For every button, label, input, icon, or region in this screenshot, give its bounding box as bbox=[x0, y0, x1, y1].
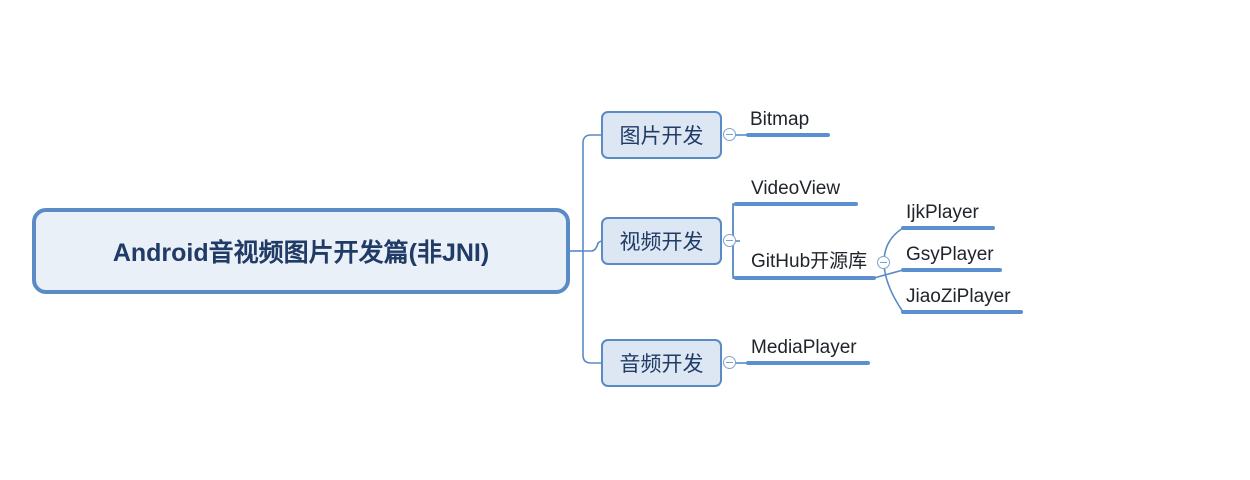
leaf-label-videoview[interactable]: VideoView bbox=[751, 178, 841, 199]
leaf-label-github-open-source[interactable]: GitHub开源库 bbox=[751, 251, 868, 272]
branch-node-audio-development-label: 音频开发 bbox=[619, 353, 704, 376]
collapse-toggle-icon-audio-development[interactable] bbox=[723, 356, 736, 369]
connector-spine-top bbox=[582, 134, 601, 251]
connector-spine-bottom bbox=[582, 251, 601, 364]
branch-node-image-development[interactable]: 图片开发 bbox=[601, 111, 722, 159]
branch-node-video-development[interactable]: 视频开发 bbox=[601, 217, 722, 265]
branch-node-image-development-label: 图片开发 bbox=[619, 125, 704, 148]
root-node[interactable]: Android音视频图片开发篇(非JNI) bbox=[32, 208, 570, 294]
root-node-label: Android音视频图片开发篇(非JNI) bbox=[112, 239, 490, 267]
collapse-toggle-icon-video-development[interactable] bbox=[723, 234, 736, 247]
connector-github-stem bbox=[873, 269, 904, 279]
connector-spine-middle bbox=[583, 240, 602, 252]
leaf-label-jiaoziplayer[interactable]: JiaoZiPlayer bbox=[906, 286, 1011, 307]
collapse-toggle-icon-github-open-source[interactable] bbox=[877, 256, 890, 269]
collapse-toggle-icon-image-development[interactable] bbox=[723, 128, 736, 141]
branch-node-audio-development[interactable]: 音频开发 bbox=[601, 339, 722, 387]
leaf-label-ijkplayer[interactable]: IjkPlayer bbox=[906, 202, 979, 223]
leaf-label-mediaplayer[interactable]: MediaPlayer bbox=[751, 337, 857, 358]
leaf-label-bitmap[interactable]: Bitmap bbox=[750, 109, 810, 130]
leaf-label-gsyplayer[interactable]: GsyPlayer bbox=[906, 244, 994, 265]
branch-node-video-development-label: 视频开发 bbox=[619, 231, 704, 254]
